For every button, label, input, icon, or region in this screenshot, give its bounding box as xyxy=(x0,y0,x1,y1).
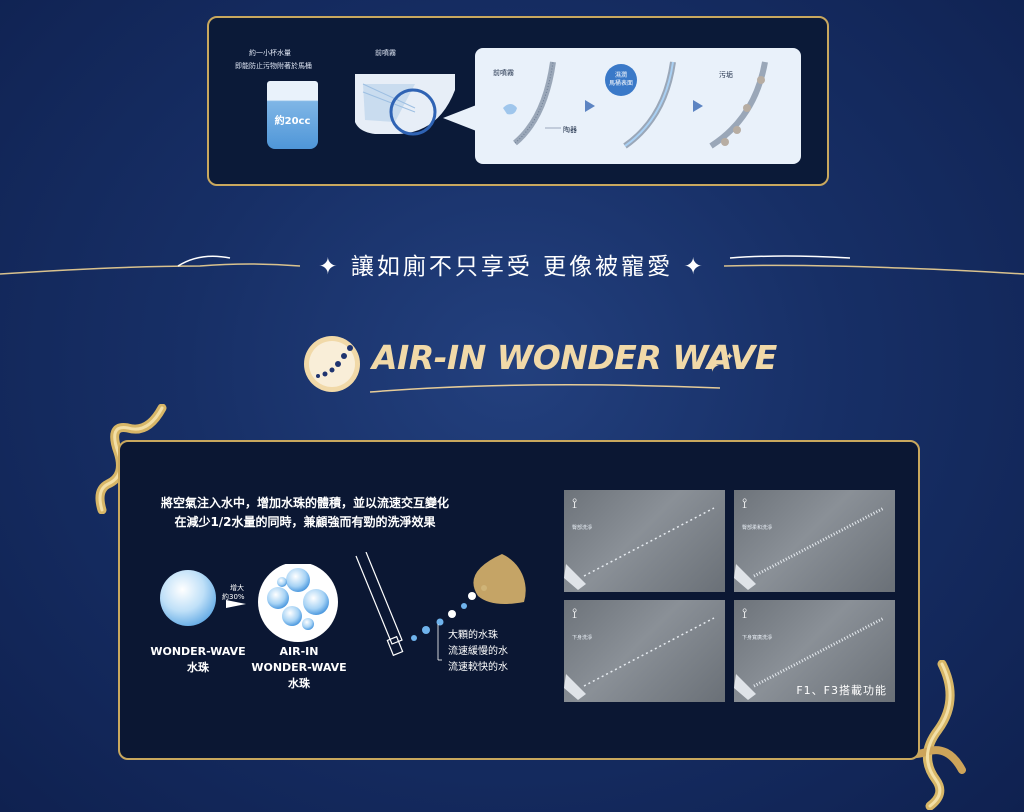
photo-label: 下身寬廣洗淨 xyxy=(742,635,773,641)
note-line1: 約一小杯水量 xyxy=(249,49,291,57)
star-icon: ✦ xyxy=(318,254,351,280)
wonder-wave-caption: WONDER-WAVE 水珠 xyxy=(150,645,246,674)
banner-title: ✦ 讓如廁不只享受 更像被寵愛 ✦ xyxy=(318,254,706,280)
cup-label: 約20cc xyxy=(274,116,311,127)
air-in-caption: AIR-IN WONDER-WAVE 水珠 xyxy=(251,645,347,690)
photo-soft-rear-wash: ⟟ 臀部柔和洗淨 xyxy=(734,490,895,592)
top-panel: 約一小杯水量 即能防止污物附著於馬桶 約20cc 前噴霧 前噴霧 xyxy=(207,16,829,186)
desc-line1: 將空氣注入水中，增加水珠的體積，並以流速交互變化 xyxy=(160,496,449,510)
dirt-label: 污垢 xyxy=(719,71,733,79)
title-ornament: ✦ ✦ xyxy=(304,336,734,393)
feature-model-label: F1、F3搭載功能 xyxy=(796,684,887,697)
description: 將空氣注入水中，增加水珠的體積，並以流速交互變化 在減少1/2水量的同時，兼顧強… xyxy=(120,494,490,532)
photo-wide-front-wash: ⟟ 下身寬廣洗淨 F1、F3搭載功能 xyxy=(734,600,895,702)
nozzle-stream-diagram xyxy=(355,552,526,661)
wet-surface-bubble: 濕潤 馬桶表面 xyxy=(605,64,637,96)
photo-front-wash: ⟟ 下身洗淨 xyxy=(564,600,725,702)
front-wash-icon: ⟟ xyxy=(572,606,578,622)
increase-line1: 增大 xyxy=(230,584,244,592)
step1-label: 前噴霧 xyxy=(493,69,514,77)
soft-rear-wash-icon: ⟟ xyxy=(742,496,748,512)
main-panel: 將空氣注入水中，增加水珠的體積，並以流速交互變化 在減少1/2水量的同時，兼顧強… xyxy=(118,440,920,760)
svg-text:✦: ✦ xyxy=(725,350,734,363)
droplet-comparison xyxy=(160,564,338,642)
star-icon: ✦ xyxy=(673,254,706,280)
process-box: 前噴霧 陶器 污垢 xyxy=(475,48,801,164)
banner-ornament xyxy=(0,255,1024,275)
increase-line2: 約30% xyxy=(222,593,245,601)
rear-wash-icon: ⟟ xyxy=(572,496,578,512)
feature-title: AIR-IN WONDER WAVE xyxy=(372,338,777,377)
photo-label: 臀部洗淨 xyxy=(572,525,593,531)
note-line2: 即能防止污物附著於馬桶 xyxy=(235,62,312,70)
photo-label: 臀部柔和洗淨 xyxy=(742,525,773,531)
desc-line2: 在減少1/2水量的同時，兼顧強而有勁的洗淨效果 xyxy=(174,515,436,529)
svg-text:✦: ✦ xyxy=(705,356,720,377)
surface-diagram xyxy=(503,61,768,149)
stream-legend: 大顆的水珠 流速緩慢的水 流速較快的水 xyxy=(448,630,508,673)
photo-label: 下身洗淨 xyxy=(572,635,593,641)
ceramic-label: 陶器 xyxy=(563,126,577,134)
toilet-illustration xyxy=(355,74,479,136)
wide-front-wash-icon: ⟟ xyxy=(742,606,748,622)
photo-rear-wash: ⟟ 臀部洗淨 xyxy=(564,490,725,592)
spray-label: 前噴霧 xyxy=(375,49,396,57)
water-cup: 約20cc xyxy=(267,81,318,149)
